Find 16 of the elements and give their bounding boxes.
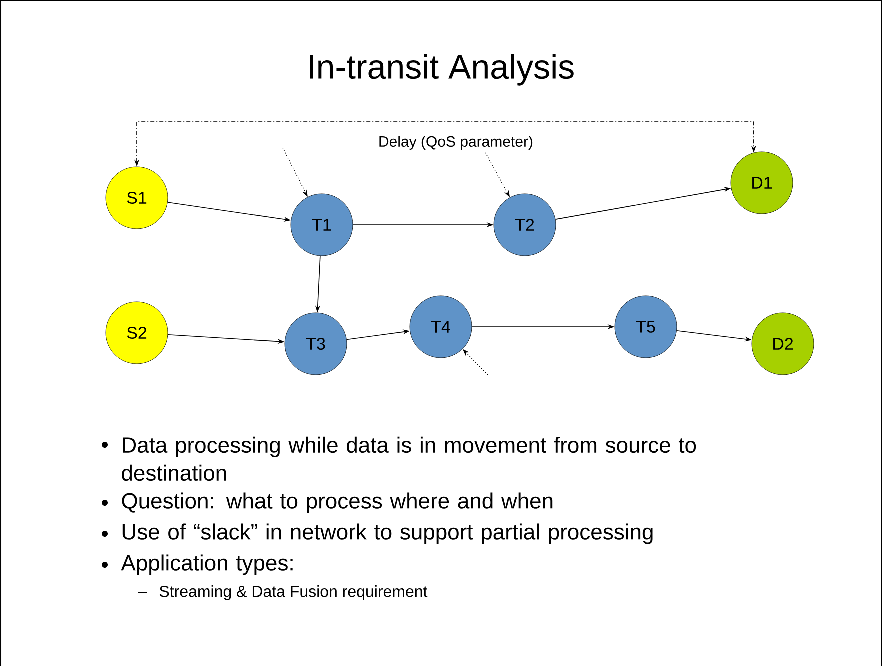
bullet-text: Streaming & Data Fusion requirement — [160, 586, 428, 600]
bullet-text: Application types: — [121, 554, 293, 576]
circle-node: T4 — [410, 296, 472, 358]
edge-label: Delay (QoS parameter) — [380, 136, 533, 150]
bullet-text: Question: what to process where and when — [122, 492, 553, 514]
circle-node: T1 — [290, 194, 354, 256]
bullet-text: Data processing while data is in movement from source to destination — [122, 436, 696, 482]
title: In-transit Analysis — [310, 54, 574, 86]
circle-node: D2 — [752, 312, 814, 376]
circle-node: T2 — [494, 194, 556, 256]
circle-node: S1 — [106, 166, 168, 230]
bullet-text: Use of “slack” in network to support partial processing — [122, 524, 653, 544]
circle-node: D1 — [730, 152, 794, 214]
circle-node: T3 — [284, 312, 348, 376]
circle-node: T5 — [614, 296, 678, 358]
circle-node: S2 — [106, 302, 168, 364]
